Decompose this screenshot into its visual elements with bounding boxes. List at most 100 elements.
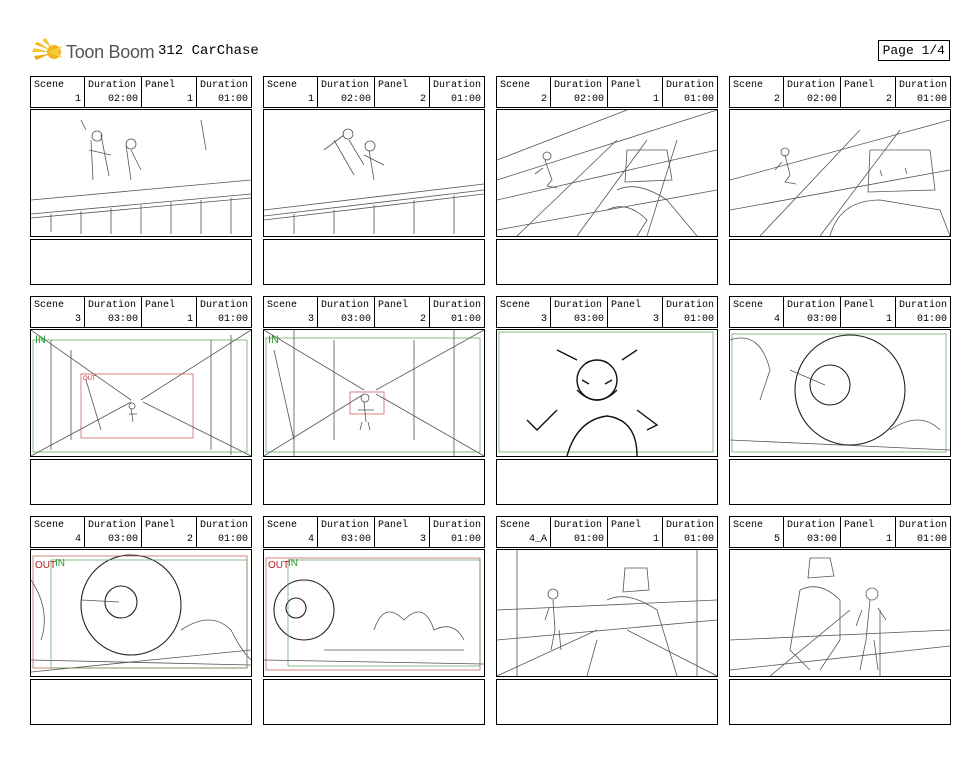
duration-value: 01:00 <box>573 534 604 545</box>
panel-duration-value: 01:00 <box>217 94 248 105</box>
in-marker: IN <box>288 558 298 569</box>
panel-drawing-frame[interactable] <box>263 109 485 237</box>
scene-cell: Scene 4 <box>264 517 318 547</box>
panel-notes-box[interactable] <box>30 459 252 505</box>
out-marker: OUT <box>268 560 290 571</box>
panel-label: Panel <box>145 80 176 91</box>
scene-value: 4 <box>74 534 81 545</box>
panel-duration-label: Duration <box>666 300 715 311</box>
storyboard-header: Toon Boom 312 CarChase Page 1/4 <box>32 38 950 66</box>
panel-cell: Panel 2 <box>841 77 896 107</box>
scene-cell: Scene 3 <box>497 297 551 327</box>
panel-cell: Panel 1 <box>841 297 896 327</box>
panel-notes-box[interactable] <box>496 459 718 505</box>
scene-label: Scene <box>733 80 764 91</box>
scene-cell: Scene 3 <box>264 297 318 327</box>
panel-value: 2 <box>186 534 193 545</box>
scene-cell: Scene 4 <box>31 517 85 547</box>
panel-duration-cell: Duration 01:00 <box>197 77 251 107</box>
duration-value: 03:00 <box>340 314 371 325</box>
duration-value: 03:00 <box>107 314 138 325</box>
panel-drawing-frame[interactable] <box>729 549 951 677</box>
panel-duration-cell: Duration 01:00 <box>663 297 717 327</box>
panel-info-bar: Scene 4 Duration 03:00 Panel 1 Duration … <box>729 296 951 328</box>
panel-value: 1 <box>652 534 659 545</box>
scene-label: Scene <box>500 300 531 311</box>
panel-value: 3 <box>652 314 659 325</box>
duration-label: Duration <box>88 80 137 91</box>
panel-drawing-frame[interactable] <box>30 109 252 237</box>
scene-duration-cell: Duration 03:00 <box>85 297 142 327</box>
scene-value: 3 <box>307 314 314 325</box>
panel-duration-cell: Duration 01:00 <box>896 77 950 107</box>
scene-duration-cell: Duration 01:00 <box>551 517 608 547</box>
panel-sketch <box>264 330 484 456</box>
duration-label: Duration <box>554 300 603 311</box>
in-marker: IN <box>268 334 279 346</box>
panel-value: 2 <box>419 94 426 105</box>
panel-info-bar: Scene 3 Duration 03:00 Panel 1 Duration … <box>30 296 252 328</box>
panel-duration-value: 01:00 <box>217 534 248 545</box>
panel-duration-label: Duration <box>433 80 482 91</box>
panel-value: 1 <box>652 94 659 105</box>
panel-duration-value: 01:00 <box>683 94 714 105</box>
panel-drawing-frame[interactable] <box>496 549 718 677</box>
panel-duration-cell: Duration 01:00 <box>663 77 717 107</box>
panel-cell: Panel 2 <box>375 297 430 327</box>
panel-notes-box[interactable] <box>729 459 951 505</box>
panel-sketch <box>264 128 484 234</box>
panel-notes-box[interactable] <box>263 239 485 285</box>
panel-duration-cell: Duration 01:00 <box>197 517 251 547</box>
panel-notes-box[interactable] <box>30 679 252 725</box>
panel-cell: Panel 1 <box>142 77 197 107</box>
duration-value: 03:00 <box>806 534 837 545</box>
panel-notes-box[interactable] <box>496 239 718 285</box>
duration-label: Duration <box>321 80 370 91</box>
panel-drawing-frame[interactable] <box>729 109 951 237</box>
panel-notes-box[interactable] <box>729 239 951 285</box>
panel-cell: Panel 1 <box>142 297 197 327</box>
panel-notes-box[interactable] <box>729 679 951 725</box>
duration-value: 03:00 <box>573 314 604 325</box>
panel-drawing-frame[interactable] <box>496 329 718 457</box>
scene-value: 1 <box>307 94 314 105</box>
duration-label: Duration <box>88 300 137 311</box>
panel-label: Panel <box>611 520 642 531</box>
panel-duration-label: Duration <box>899 300 948 311</box>
scene-duration-cell: Duration 03:00 <box>784 517 841 547</box>
panel-drawing-frame[interactable] <box>496 109 718 237</box>
panel-notes-box[interactable] <box>263 679 485 725</box>
scene-cell: Scene 3 <box>31 297 85 327</box>
scene-label: Scene <box>500 80 531 91</box>
panel-drawing-frame[interactable]: IN <box>263 329 485 457</box>
panel-drawing-frame[interactable] <box>729 329 951 457</box>
panel-duration-cell: Duration 01:00 <box>430 77 484 107</box>
panel-sketch <box>730 119 950 236</box>
panel-info-bar: Scene 2 Duration 02:00 Panel 2 Duration … <box>729 76 951 108</box>
duration-value: 02:00 <box>340 94 371 105</box>
scene-label: Scene <box>267 300 298 311</box>
panel-sketch <box>264 557 484 671</box>
scene-cell: Scene 2 <box>730 77 784 107</box>
panel-notes-box[interactable] <box>263 459 485 505</box>
in-marker: IN <box>55 558 65 569</box>
scene-label: Scene <box>34 520 65 531</box>
panel-duration-label: Duration <box>200 300 249 311</box>
scene-duration-cell: Duration 02:00 <box>85 77 142 107</box>
panel-duration-value: 01:00 <box>916 534 947 545</box>
panel-notes-box[interactable] <box>30 239 252 285</box>
panel-value: 1 <box>186 94 193 105</box>
panel-duration-value: 01:00 <box>450 534 481 545</box>
scene-value: 2 <box>540 94 547 105</box>
scene-duration-cell: Duration 02:00 <box>551 77 608 107</box>
duration-value: 02:00 <box>107 94 138 105</box>
page-number: Page 1/4 <box>877 40 950 61</box>
panel-notes-box[interactable] <box>496 679 718 725</box>
scene-duration-cell: Duration 03:00 <box>85 517 142 547</box>
panel-label: Panel <box>145 300 176 311</box>
panel-sketch <box>730 557 950 676</box>
panel-duration-label: Duration <box>899 520 948 531</box>
